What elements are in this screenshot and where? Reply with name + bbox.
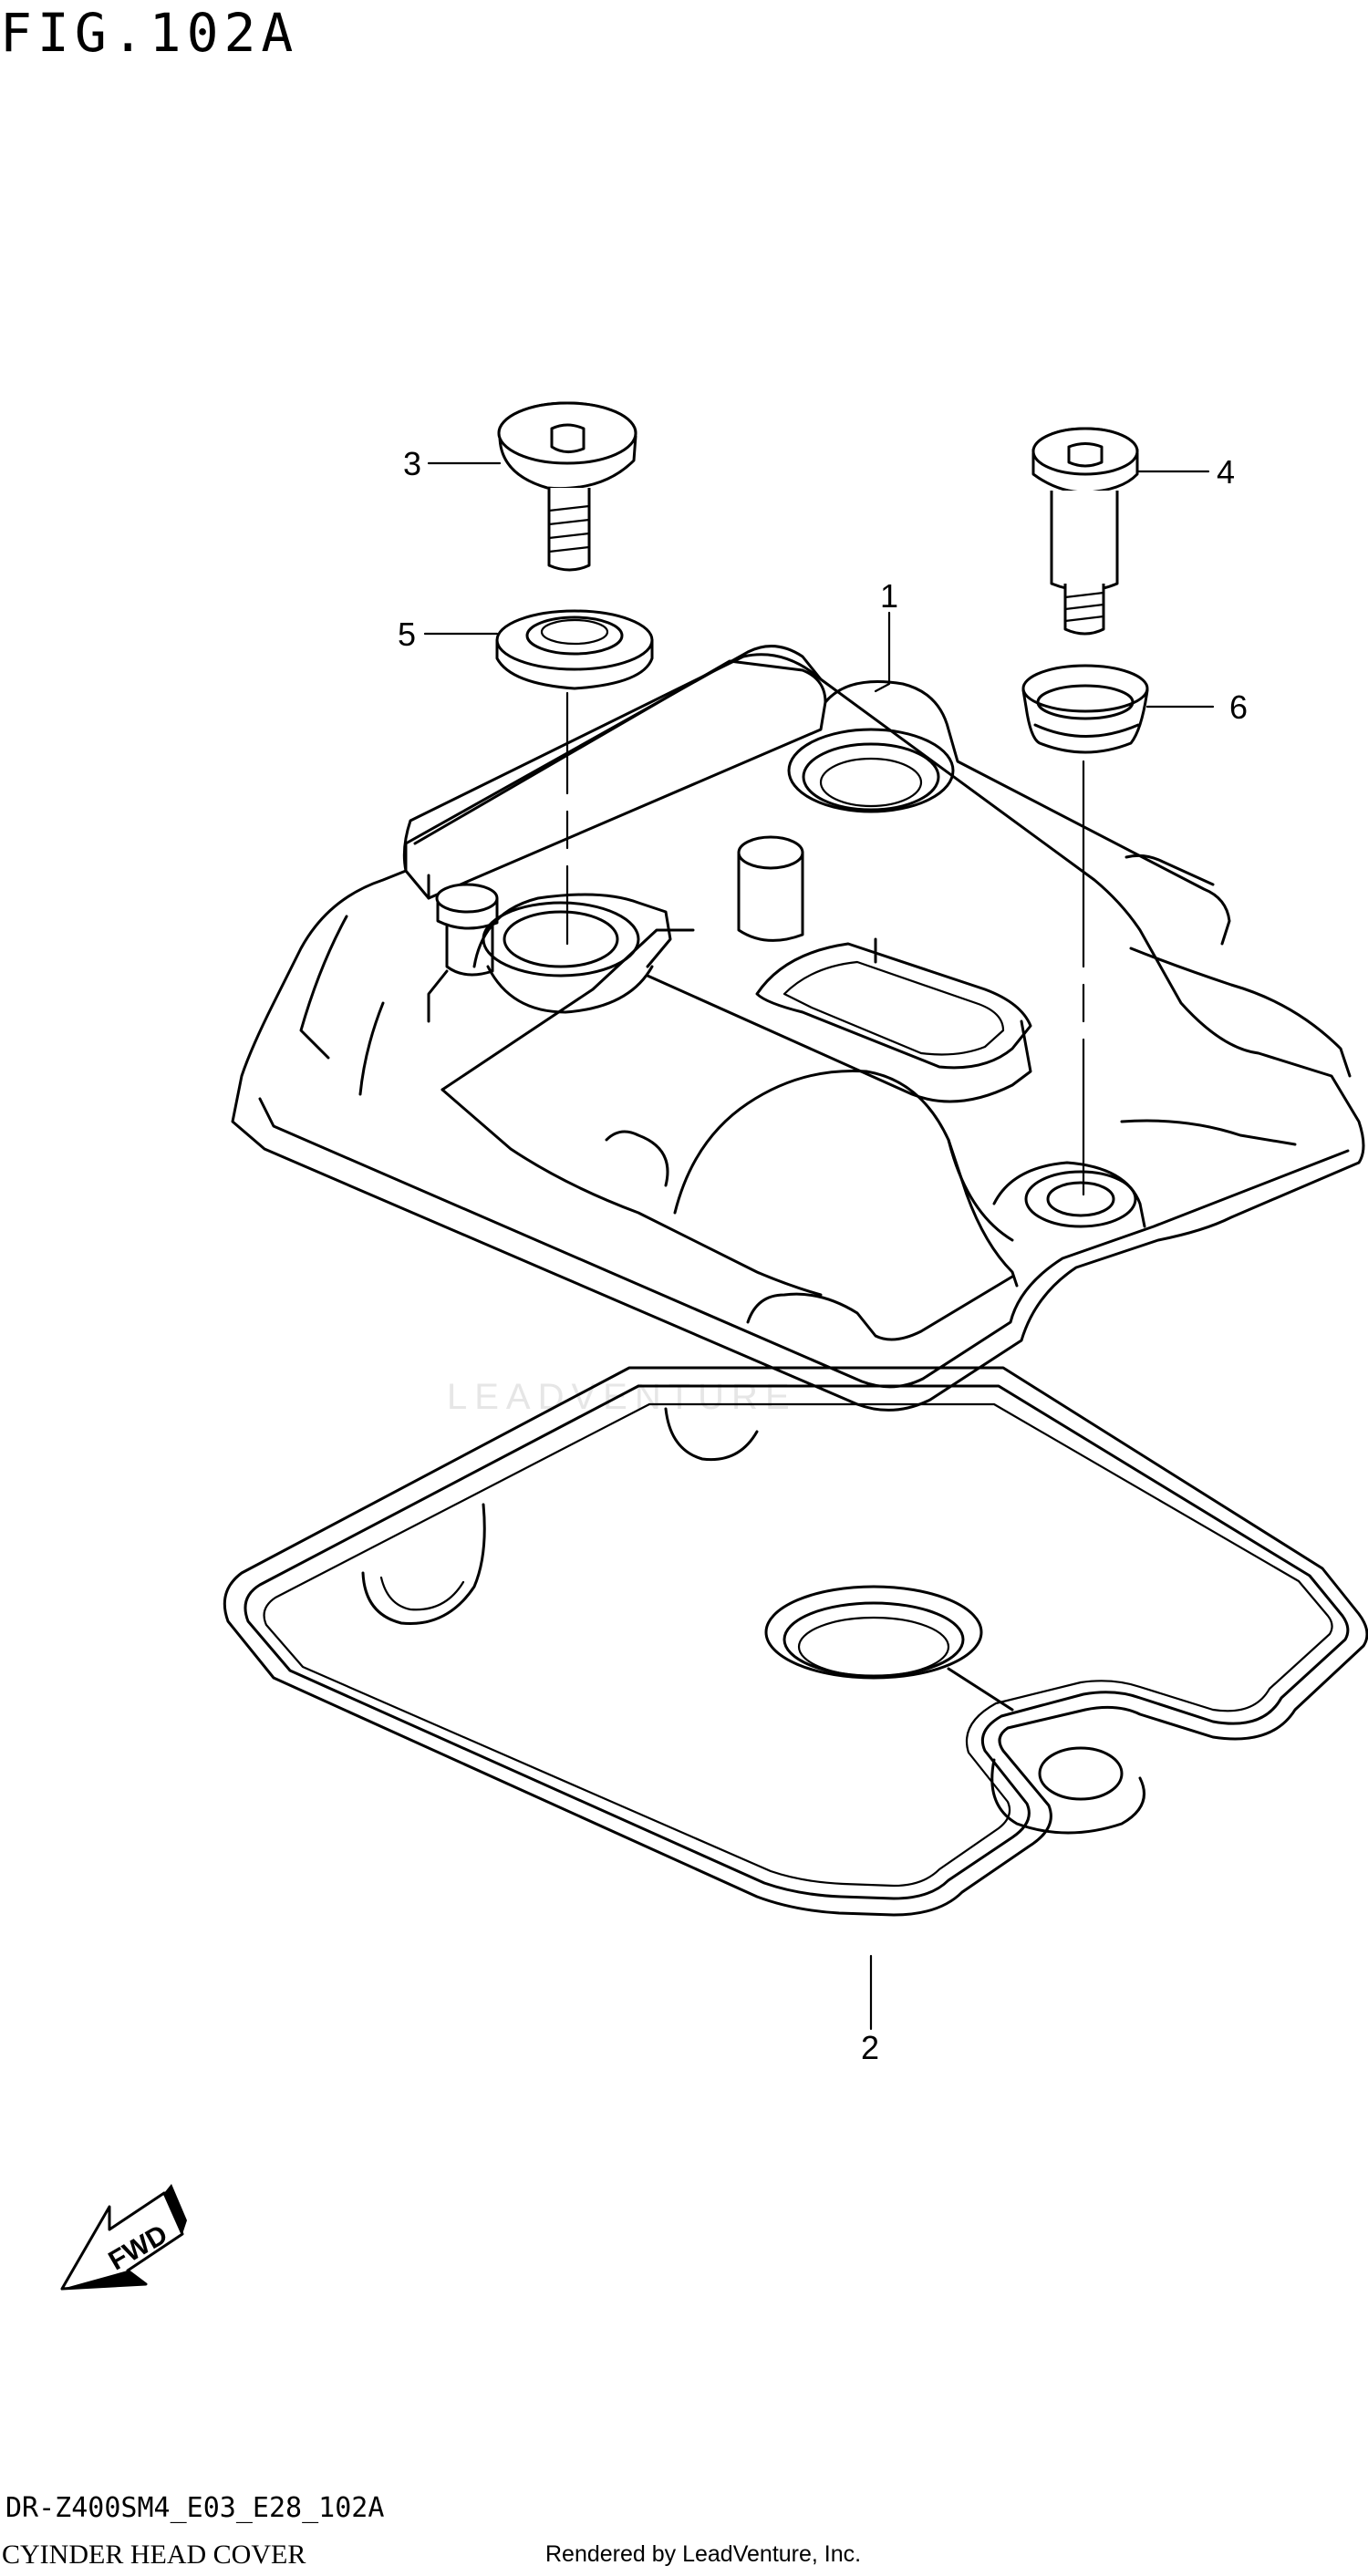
leader-lines <box>423 461 1215 2031</box>
rendered-by-credit: Rendered by LeadVenture, Inc. <box>545 2541 862 2567</box>
figure-title: FIG.102A <box>0 2 299 64</box>
callout-part-2[interactable]: 2 <box>861 2029 879 2066</box>
bolt-part-3[interactable] <box>497 401 637 572</box>
grommet-part-6[interactable] <box>1021 664 1149 754</box>
callout-part-3[interactable]: 3 <box>403 445 421 482</box>
callout-part-5[interactable]: 5 <box>398 616 416 653</box>
seal-washer-part-5[interactable] <box>495 609 654 690</box>
fwd-arrow-icon: FWD <box>60 2184 187 2291</box>
callout-part-4[interactable]: 4 <box>1217 453 1235 491</box>
assembly-guide-lines <box>565 691 1085 1196</box>
callout-part-6[interactable]: 6 <box>1229 688 1248 726</box>
model-code: DR-Z400SM4_E03_E28_102A <box>5 2492 385 2524</box>
cylinder-head-cover-part-1[interactable] <box>231 645 1365 1412</box>
watermark-text: LEADVENTURE <box>447 1377 797 1417</box>
bolt-part-4[interactable] <box>1031 427 1139 636</box>
section-name: CYINDER HEAD COVER <box>2 2540 306 2570</box>
callout-part-1[interactable]: 1 <box>880 577 898 615</box>
gasket-part-2[interactable] <box>223 1366 1368 1917</box>
